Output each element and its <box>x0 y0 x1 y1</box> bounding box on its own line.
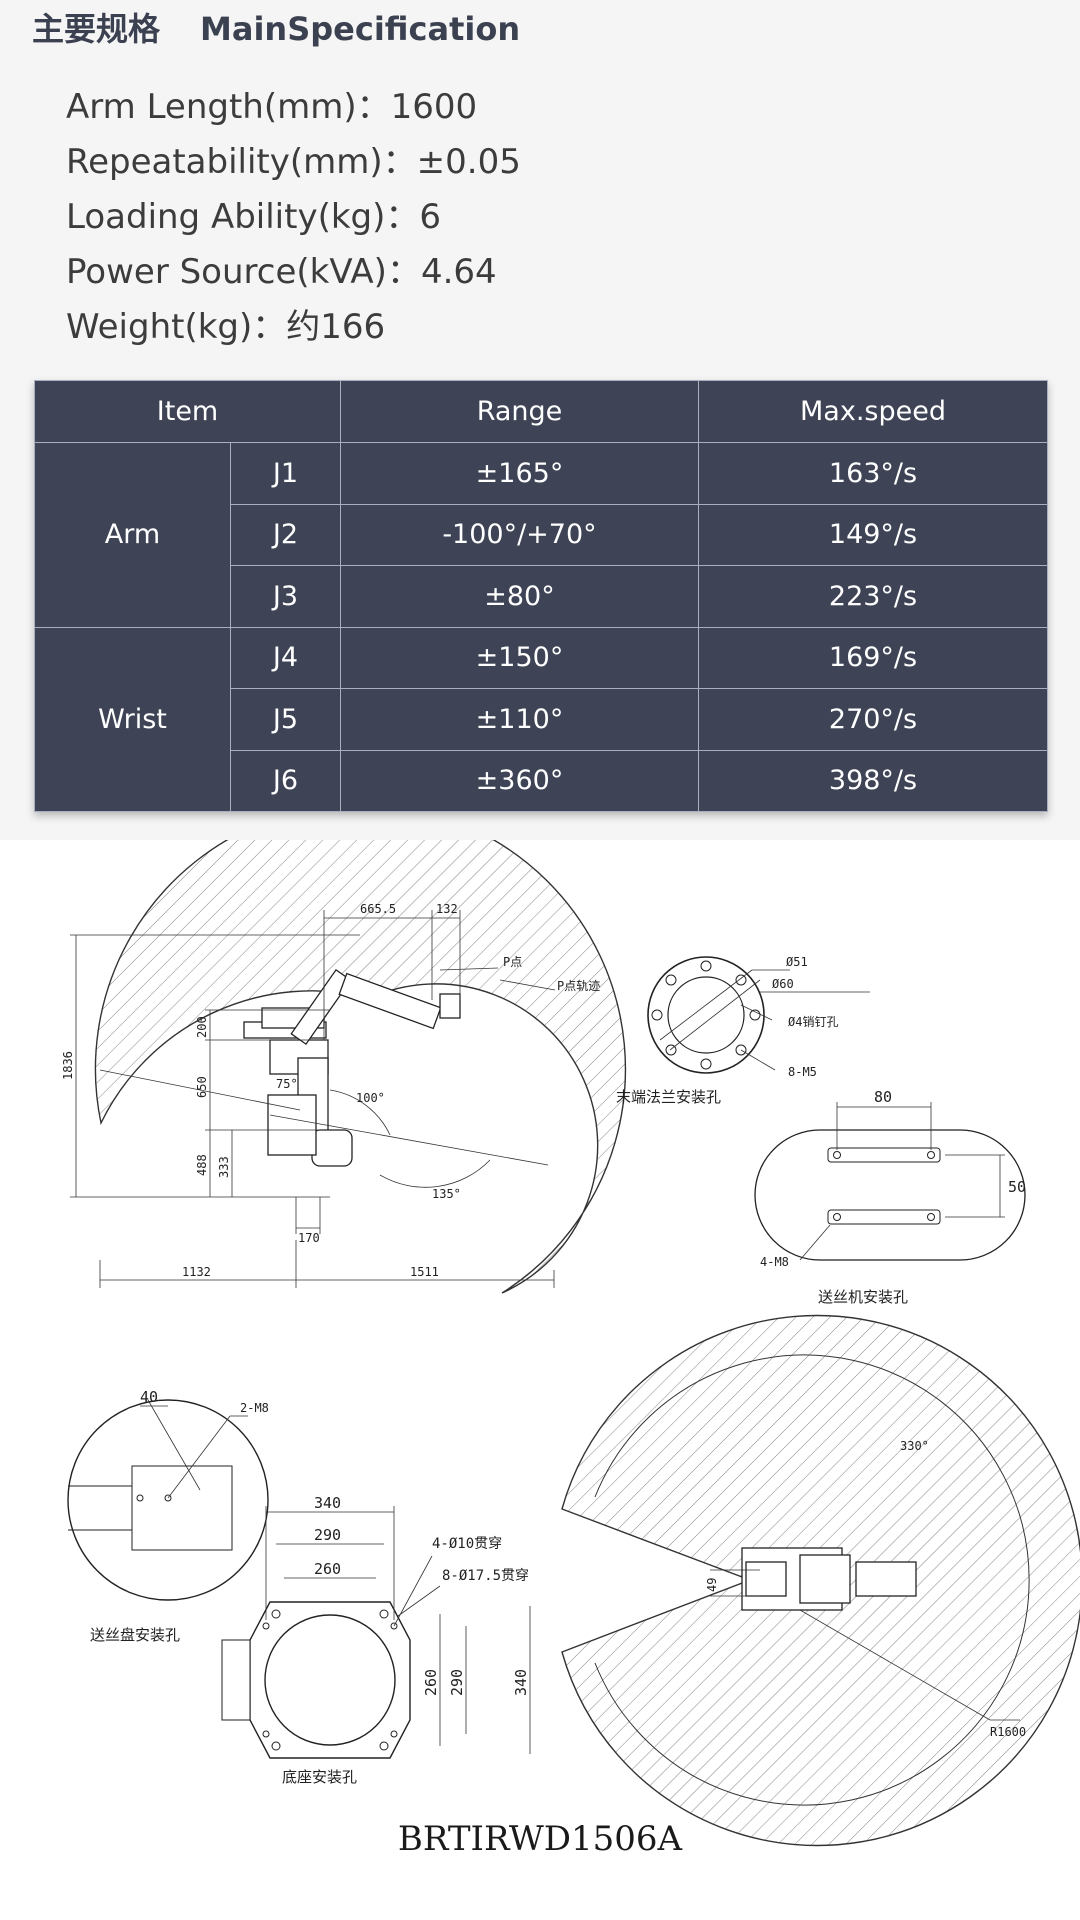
dim-d51: Ø51 <box>786 955 808 969</box>
joint-table: Item Range Max.speed Arm J1 ±165° 163°/s… <box>34 380 1048 812</box>
dim-d60: Ø60 <box>772 977 794 991</box>
dim-r1600: R1600 <box>990 1725 1026 1739</box>
robot-side-icon <box>243 968 461 1167</box>
header-title-en: MainSpecification <box>200 10 521 48</box>
side-view: 665.5 132 P点 P点轨迹 1836 200 650 488 333 7… <box>61 840 627 1294</box>
dim-1511: 1511 <box>410 1265 439 1279</box>
col-range: Range <box>340 380 699 443</box>
speed-cell: 270°/s <box>698 688 1048 751</box>
joint-cell: J3 <box>230 565 341 628</box>
range-cell: ±80° <box>340 565 699 628</box>
speed-cell: 398°/s <box>698 749 1048 812</box>
dim-50: 50 <box>1008 1178 1026 1196</box>
dim-650: 650 <box>195 1076 209 1098</box>
table-row: Arm J1 ±165° 163°/s <box>34 442 1048 628</box>
range-cell: ±150° <box>340 626 699 689</box>
joint-cell: J1 <box>230 442 341 505</box>
base-center-bore <box>264 1614 396 1746</box>
dim-170: 170 <box>298 1231 320 1245</box>
spec-power: Power Source(kVA)：4.64 <box>66 252 497 292</box>
spec-list: Arm Length(mm)：1600 Repeatability(mm)：±0… <box>66 80 521 355</box>
dim-260: 260 <box>314 1560 341 1578</box>
angle-330: 330° <box>900 1439 929 1453</box>
top-view: 330° R1600 49 <box>561 1314 1080 1847</box>
speed-cell: 169°/s <box>698 626 1048 689</box>
header-title-cn: 主要规格 <box>32 10 161 48</box>
reel-view: 40 2-M8 送丝盘安装孔 <box>67 1388 269 1644</box>
angle-135: 135° <box>432 1187 461 1201</box>
joint-cell: J6 <box>230 749 341 812</box>
label-pin-hole: Ø4销钉孔 <box>788 1015 838 1029</box>
dim-132: 132 <box>436 902 458 916</box>
caption-base: 底座安装孔 <box>282 1768 357 1786</box>
table-row: J6 ±360° 398°/s <box>35 749 1048 812</box>
feeder-view: 80 50 4-M8 送丝机安装孔 <box>754 1088 1026 1306</box>
range-cell: ±360° <box>340 749 699 812</box>
dim-488: 488 <box>195 1154 209 1176</box>
col-item: Item <box>34 380 341 443</box>
caption-feeder: 送丝机安装孔 <box>818 1288 908 1306</box>
dim-665: 665.5 <box>360 902 396 916</box>
dim-v260: 260 <box>422 1669 440 1696</box>
dim-v340: 340 <box>512 1669 530 1696</box>
col-speed: Max.speed <box>698 380 1048 443</box>
base-view: 340 290 260 4-Ø10贯穿 8-Ø17.5贯穿 260 290 34… <box>221 1494 531 1786</box>
dim-290: 290 <box>314 1526 341 1544</box>
group-wrist: Wrist <box>34 626 231 812</box>
speed-cell: 223°/s <box>698 565 1048 628</box>
label-m5: 8-M5 <box>788 1065 817 1079</box>
dim-340: 340 <box>314 1494 341 1512</box>
spec-arm-length: Arm Length(mm)：1600 <box>66 87 478 127</box>
robot-top-icon <box>741 1547 917 1611</box>
speed-cell: 163°/s <box>698 442 1048 505</box>
spec-section: 主要规格 MainSpecification Arm Length(mm)：160… <box>0 0 1080 840</box>
label-4-d10: 4-Ø10贯穿 <box>432 1536 502 1552</box>
table-row: J2 -100°/+70° 149°/s <box>35 503 1048 566</box>
joint-cell: J2 <box>230 503 341 566</box>
technical-drawing: 665.5 132 P点 P点轨迹 1836 200 650 488 333 7… <box>61 840 1080 1859</box>
range-cell: ±165° <box>340 442 699 505</box>
spec-weight: Weight(kg)：约166 <box>66 307 386 347</box>
dim-80: 80 <box>874 1088 892 1106</box>
table-row: Wrist J4 ±150° 169°/s <box>34 626 1048 812</box>
label-p-point: P点 <box>503 955 522 969</box>
joint-cell: J4 <box>230 626 341 689</box>
range-cell: ±110° <box>340 688 699 751</box>
dim-1132: 1132 <box>182 1265 211 1279</box>
angle-75: 75° <box>276 1077 298 1091</box>
table-row: J5 ±110° 270°/s <box>35 688 1048 751</box>
section-header: 主要规格 MainSpecification <box>32 4 560 50</box>
flange-view: Ø51 Ø60 Ø4销钉孔 8-M5 末端法兰安装孔 <box>616 955 870 1106</box>
speed-cell: 149°/s <box>698 503 1048 566</box>
label-2-m8: 2-M8 <box>240 1401 269 1415</box>
table-header-row: Item Range Max.speed <box>34 380 1048 443</box>
model-name: BRTIRWD1506A <box>398 1819 683 1859</box>
spec-repeatability: Repeatability(mm)：±0.05 <box>66 142 521 182</box>
dim-40: 40 <box>140 1388 158 1406</box>
dim-200: 200 <box>195 1016 209 1038</box>
label-m8: 4-M8 <box>760 1255 789 1269</box>
label-8-d17: 8-Ø17.5贯穿 <box>442 1568 529 1584</box>
dim-1836: 1836 <box>61 1051 75 1080</box>
caption-flange: 末端法兰安装孔 <box>616 1088 721 1106</box>
range-cell: -100°/+70° <box>340 503 699 566</box>
spec-loading: Loading Ability(kg)：6 <box>66 197 442 237</box>
caption-reel: 送丝盘安装孔 <box>90 1626 180 1644</box>
joint-cell: J5 <box>230 688 341 751</box>
dim-333: 333 <box>217 1156 231 1178</box>
dim-v290: 290 <box>448 1669 466 1696</box>
dim-49: 49 <box>705 1578 719 1592</box>
label-p-track: P点轨迹 <box>557 979 600 993</box>
flange-bolt-holes <box>651 960 761 1070</box>
group-arm: Arm <box>34 442 231 628</box>
angle-100: 100° <box>356 1091 385 1105</box>
